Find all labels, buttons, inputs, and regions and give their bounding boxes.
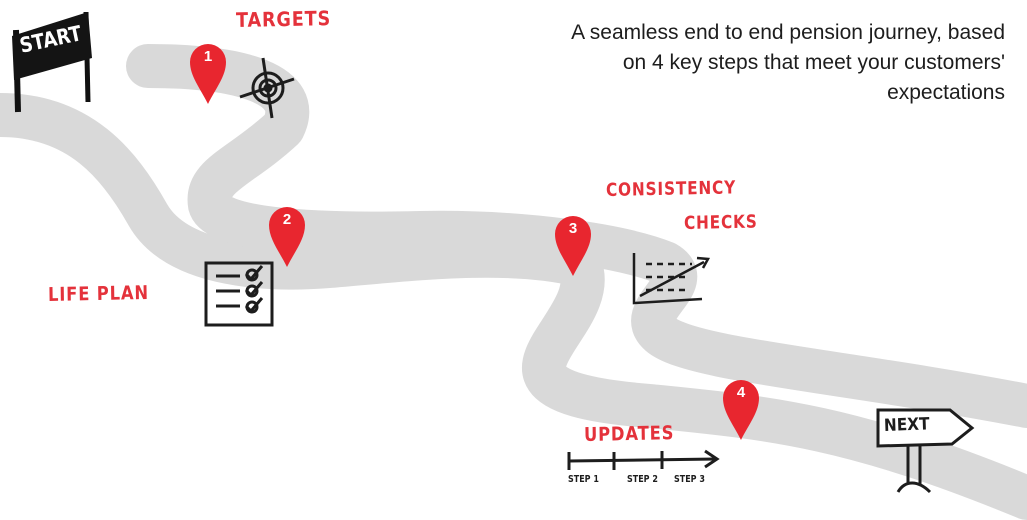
road-path: [0, 93, 1027, 520]
next-sign: [876, 408, 975, 494]
step-1-number: 1: [203, 48, 213, 65]
step-2-number: 2: [282, 211, 292, 228]
step-4-pin: 4: [719, 376, 763, 442]
step-3-label-line1: CONSISTENCY: [605, 177, 737, 201]
step-3-pin: 3: [551, 212, 595, 278]
step-4-number: 4: [736, 384, 746, 401]
trend-chart-icon: [632, 253, 711, 305]
timeline-step-3-label: STEP 3: [674, 474, 705, 485]
timeline-icon: [567, 449, 720, 470]
start-sign: [12, 11, 92, 113]
road-branch-path: [126, 44, 1027, 428]
step-3-label-line2: CHECKS: [683, 211, 758, 234]
next-sign-label: NEXT: [883, 414, 930, 436]
headline: A seamless end to end pension journey, b…: [571, 21, 1005, 104]
target-icon: [239, 57, 295, 119]
step-1-pin: 1: [186, 40, 230, 106]
step-1-label: TARGETS: [235, 6, 332, 32]
step-2-label: LIFE PLAN: [47, 281, 150, 306]
step-3-number: 3: [568, 220, 578, 237]
step-2-pin: 2: [265, 203, 309, 269]
checklist-icon: [204, 261, 274, 327]
step-4-label: UPDATES: [583, 422, 675, 446]
timeline-step-1-label: STEP 1: [568, 474, 599, 485]
timeline-step-2-label: STEP 2: [627, 474, 658, 485]
